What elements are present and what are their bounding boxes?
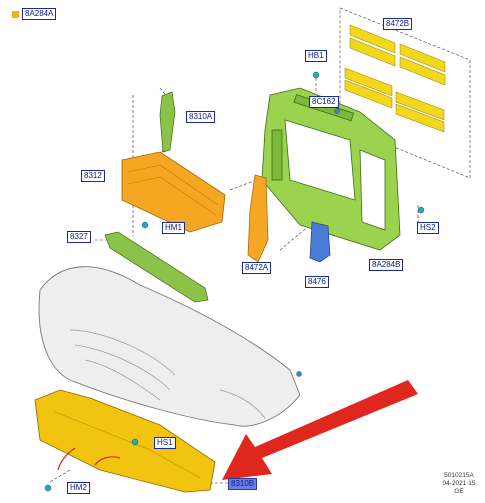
red-curved-arrows	[57, 447, 121, 471]
callout-8312[interactable]: 8312	[81, 170, 105, 182]
legend-swatch	[12, 11, 19, 18]
side-bracket-left	[247, 174, 269, 263]
lower-shield	[34, 389, 216, 493]
blue-module	[309, 221, 331, 263]
callout-hm2[interactable]: HM2	[67, 482, 90, 494]
reference-region: GE	[454, 488, 464, 495]
callout-8310b[interactable]: 8310B	[228, 478, 258, 490]
callout-8a284b[interactable]: 8A284B	[369, 259, 404, 271]
lower-reinforcement	[104, 231, 209, 303]
callout-hs1[interactable]: HS1	[154, 437, 176, 449]
callout-8472b[interactable]: 8472B	[383, 18, 413, 30]
callout-hb1[interactable]: HB1	[305, 50, 327, 62]
bumper-cover	[38, 266, 301, 427]
upper-bracket	[159, 91, 176, 153]
callout-8c162[interactable]: 8C162	[309, 96, 339, 108]
fasteners	[44, 71, 425, 492]
callout-8472a[interactable]: 8472A	[242, 262, 272, 274]
callout-8476[interactable]: 8476	[305, 276, 329, 288]
callout-hs2[interactable]: HS2	[417, 222, 439, 234]
radiator-support-frame	[261, 87, 401, 251]
callout-8310a[interactable]: 8310A	[186, 111, 216, 123]
legend-label: 8A284A	[22, 8, 57, 20]
reference-date: 04-2021 15	[442, 480, 476, 487]
red-pointer-arrow	[222, 380, 418, 480]
callout-hm1[interactable]: HM1	[162, 222, 185, 234]
reference-code: 5010215A	[444, 472, 474, 479]
reference-block: 5010215A 04-2021 15 GE	[436, 472, 482, 496]
grille-shutter-panel	[339, 7, 471, 179]
upper-grille	[121, 151, 226, 233]
callout-8327[interactable]: 8327	[67, 231, 91, 243]
